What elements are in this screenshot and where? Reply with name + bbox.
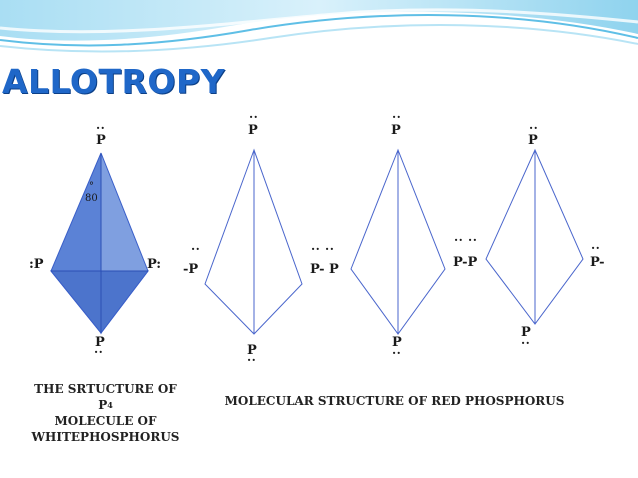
angle-degree-symbol: ° [89,181,94,192]
link1-lone-pairs: ·· ·· [311,242,334,256]
white-phosphorus-structure: ·· P :P P: P ·· ° 80 [29,121,161,359]
lone-pair-dots: ·· [94,345,103,359]
lone-pair-dots: ·· [249,110,258,124]
lone-pair-dots: ·· [521,336,530,350]
lone-pair-dots: ·· [529,121,538,135]
link2-lone-pairs: ·· ·· [454,233,477,247]
lone-pair-dots: ·· [392,110,401,124]
red-phosphorus-unit-3 [485,148,584,325]
unit2-atom-bottom: P [392,335,402,350]
p4-atom-right: P: [147,257,161,272]
caption-subscript: 4 [107,400,113,410]
lone-pair-dots: ·· [247,353,256,367]
unit3-atom-bottom: P [521,325,531,340]
lone-pair-dots: ·· [392,346,401,360]
caption-line-1: THE SRTUCTURE OF P [34,382,177,412]
lone-pair-dots: ·· [591,241,600,255]
lone-pair-dots: ·· [96,121,105,135]
unit3-atom-right: P- [590,255,604,270]
link2-bond-label: P-P [453,255,477,270]
unit1-atom-left: -P [183,262,198,277]
slide-title: ALLOTROPY [2,62,226,101]
unit2-atom-top: P [391,123,401,138]
p4-atom-top: P [96,133,106,148]
link1-bond-label: P- P [310,262,339,277]
red-phosphorus-caption: MOLECULAR STRUCTURE OF RED PHOSPHORUS [224,394,565,408]
lone-pair-dots: ·· [191,242,200,256]
p4-atom-bottom: P [95,335,105,350]
red-phosphorus-unit-1 [204,148,303,335]
red-phosphorus-unit-2 [350,148,446,335]
p4-atom-left: :P [29,257,44,272]
unit1-atom-top: P [248,123,258,138]
white-phosphorus-caption: THE SRTUCTURE OF P4 MOLECULE OF WHITEPHO… [28,381,183,445]
header-wave-banner [0,0,638,60]
caption-line-3: WHITEPHOSPHORUS [31,430,180,444]
p4-front-face [49,270,150,334]
bond-angle-label: 80 [85,193,98,204]
caption-line-2: MOLECULE OF [54,414,157,428]
unit3-atom-top: P [528,133,538,148]
unit1-atom-bottom: P [247,343,257,358]
